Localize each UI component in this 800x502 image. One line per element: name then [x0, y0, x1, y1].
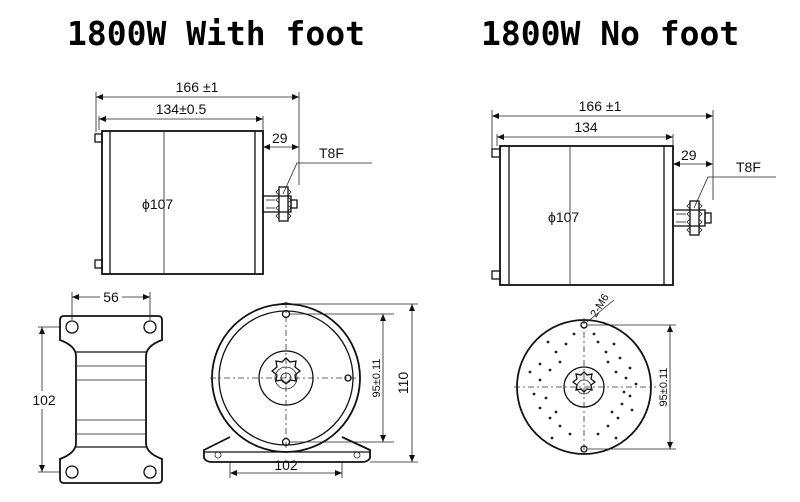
- label-sprocket-type-nf: T8F: [736, 159, 761, 175]
- dim-hole-spacing: 56: [103, 289, 119, 305]
- with-foot-side-view: 166 ±1 134±0.5 29 T8F ϕ107: [94, 79, 372, 275]
- label-holes: 2-M6: [588, 292, 611, 320]
- dim-body-length: 134±0.5: [156, 101, 207, 117]
- bolt-hole: [281, 437, 291, 447]
- dim-height: 110: [395, 372, 411, 395]
- sprocket: [278, 186, 289, 222]
- dim-bolt-spacing-nf: 95±0.11: [658, 368, 670, 407]
- mount-hole: [65, 320, 79, 334]
- motor-body: [101, 130, 264, 275]
- dim-shaft-length: 29: [272, 130, 288, 146]
- dim-overall-length-nf: 166 ±1: [579, 98, 622, 114]
- no-foot-front-view: 2-M6 95±0.11: [514, 292, 676, 456]
- dim-shaft-length-nf: 29: [681, 147, 697, 163]
- with-foot-front-view: 95±0.11 110 102: [203, 302, 418, 478]
- dim-base-width: 102: [274, 457, 298, 473]
- bolt-hole: [281, 309, 291, 319]
- bolt-hole: [344, 374, 352, 382]
- bolt-hole-nf: [580, 445, 588, 453]
- front-sprocket-nf: [571, 371, 597, 393]
- dim-diameter: ϕ107: [142, 196, 173, 212]
- front-sprocket: [270, 357, 302, 385]
- mount-hole: [143, 320, 157, 334]
- no-foot-side-view: 166 ±1 134 29 T8F ϕ107: [491, 98, 776, 286]
- vent-pattern: [528, 332, 638, 440]
- foot-plate: [59, 315, 163, 484]
- dim-foot-length: 102: [32, 392, 56, 408]
- bolt-hole-nf: [580, 321, 588, 329]
- title-with-foot: 1800W With foot: [67, 14, 365, 53]
- label-sprocket-type: T8F: [319, 145, 344, 161]
- with-foot-top-view: 56 102: [30, 289, 163, 484]
- title-no-foot: 1800W No foot: [481, 14, 739, 53]
- mount-hole: [143, 465, 157, 479]
- dim-diameter-nf: ϕ107: [548, 209, 579, 225]
- dim-bolt-spacing: 95±0.11: [371, 359, 383, 398]
- motor-shaft: [262, 195, 292, 213]
- mount-hole: [65, 465, 79, 479]
- sprocket-nf: [689, 200, 700, 236]
- dim-overall-length: 166 ±1: [176, 79, 219, 95]
- motor-body-nf: [499, 145, 674, 286]
- front-foot: [203, 436, 371, 463]
- dim-body-length-nf: 134: [574, 119, 598, 135]
